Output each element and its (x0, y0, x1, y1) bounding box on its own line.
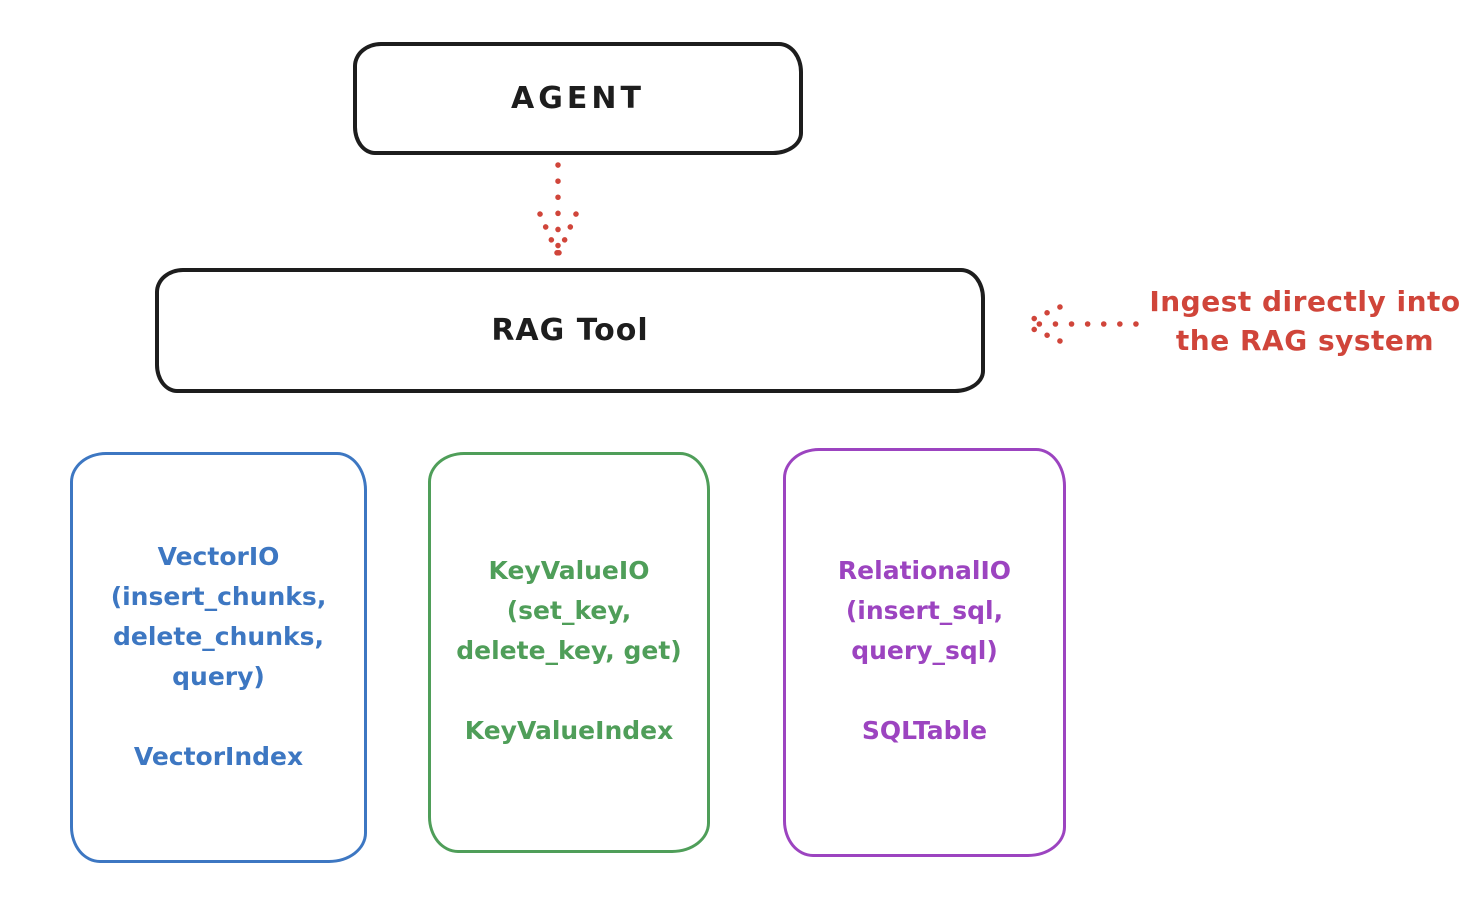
keyvalue-io-box: KeyValueIO (set_key, delete_key, get) Ke… (428, 452, 710, 853)
arrow-wing-right (555, 211, 579, 258)
rag-tool-label: RAG Tool (491, 313, 649, 348)
io-box-line: RelationalIO (837, 556, 1012, 585)
io-box-index-label: VectorIndex (133, 742, 304, 771)
io-box-line: query) (172, 662, 265, 691)
io-box-line: (insert_sql, (845, 596, 1004, 625)
io-box-line: (insert_chunks, (110, 582, 327, 611)
rag-tool-box: RAG Tool (155, 268, 985, 393)
io-box-index-label: KeyValueIndex (464, 716, 674, 745)
arrow-wing-left (537, 211, 561, 258)
agent-to-rag-tool-arrow (537, 162, 579, 258)
ingest-annotation-arrow (1019, 304, 1139, 344)
io-box-line: KeyValueIO (488, 556, 650, 585)
io-box-line: (set_key, (506, 596, 632, 625)
agent-box: AGENT (353, 42, 803, 155)
agent-label: AGENT (511, 81, 645, 116)
ingest-annotation: Ingest directly into the RAG system (1130, 282, 1480, 360)
arrow-wing-top (1019, 304, 1063, 327)
io-box-line: VectorIO (157, 542, 280, 571)
ingest-annotation-line2: the RAG system (1175, 324, 1435, 357)
vector-io-box: VectorIO (insert_chunks, delete_chunks, … (70, 452, 367, 863)
io-box-line: query_sql) (851, 636, 998, 665)
io-box-line: delete_key, get) (456, 636, 682, 665)
relational-io-box: RelationalIO (insert_sql, query_sql) SQL… (783, 448, 1066, 857)
ingest-annotation-line1: Ingest directly into (1149, 285, 1461, 318)
io-box-index-label: SQLTable (861, 716, 988, 745)
arrow-wing-bottom (1019, 321, 1063, 344)
io-box-line: delete_chunks, (113, 622, 324, 651)
